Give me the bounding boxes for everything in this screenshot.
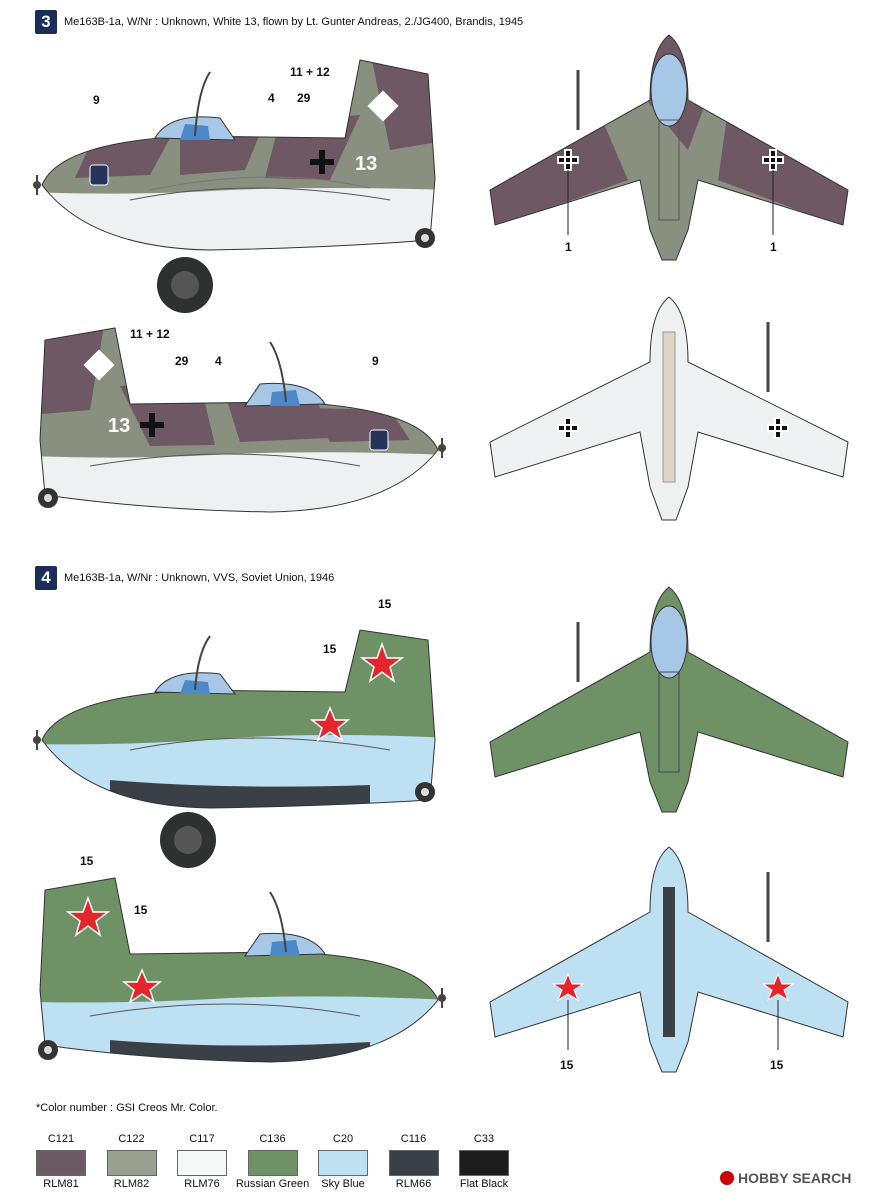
callout-label: 9 — [372, 354, 379, 368]
color-chip-swatch — [177, 1150, 227, 1176]
callout-label: 11 + 12 — [290, 65, 330, 79]
scheme-3-title: Me163B-1a, W/Nr : Unknown, White 13, flo… — [64, 16, 524, 28]
color-chip-name: RLM76 — [184, 1178, 220, 1190]
color-chip-name: RLM81 — [43, 1178, 79, 1190]
scheme-3-fuselage-code: 13 — [355, 153, 377, 175]
callout-label: 29 — [175, 354, 189, 368]
callout-label: 11 + 12 — [130, 327, 170, 341]
callout-label: 15 — [770, 1058, 784, 1072]
scheme-3-badge: 3 — [35, 10, 57, 34]
scheme-3-side-profile-right: 13 — [38, 327, 446, 513]
scheme-4-side-profile-right — [38, 877, 446, 1063]
callout-label: 29 — [297, 91, 311, 105]
color-chip-name: RLM82 — [113, 1178, 150, 1190]
callout-label: 15 — [378, 597, 392, 611]
scheme-3-bottom-view — [489, 296, 849, 521]
scheme-4-title: Me163B-1a, W/Nr : Unknown, VVS, Soviet U… — [64, 572, 335, 584]
callout-label: 1 — [770, 240, 777, 254]
color-chip-swatch — [36, 1150, 86, 1176]
watermark-text: HOBBY SEARCH — [738, 1170, 852, 1186]
callout-label: 15 — [80, 854, 94, 868]
color-chip-code: C122 — [118, 1133, 145, 1145]
callout-label: 15 — [560, 1058, 574, 1072]
color-chip-swatch — [388, 1150, 439, 1176]
color-chip-swatch — [247, 1150, 298, 1176]
scheme-3-top-view — [489, 34, 849, 261]
color-chip-swatch — [318, 1150, 368, 1176]
color-chip-swatch — [459, 1150, 509, 1176]
scheme-3-side-profile-left: 13 — [33, 59, 436, 313]
color-chip-name: Flat Black — [459, 1178, 509, 1190]
scheme-4-badge: 4 — [35, 566, 57, 590]
scheme-4-side-profile-left — [33, 629, 436, 868]
color-chip-code: C116 — [400, 1133, 427, 1145]
color-chip-name: Sky Blue — [321, 1178, 365, 1190]
scheme-3-fuselage-code-right: 13 — [108, 415, 130, 437]
callout-label: 4 — [268, 91, 275, 105]
color-note: *Color number : GSI Creos Mr. Color. — [36, 1102, 218, 1114]
callout-label: 9 — [93, 93, 100, 107]
scheme-4-top-view — [489, 586, 849, 813]
color-chip-name: Russian Green — [235, 1178, 310, 1190]
color-chip-code: C136 — [259, 1133, 286, 1145]
color-chip-name: RLM66 — [395, 1178, 432, 1190]
color-chip-code: C121 — [47, 1133, 75, 1145]
color-chip-code: C20 — [332, 1133, 354, 1145]
callout-label: 15 — [134, 903, 148, 917]
callout-label: 4 — [215, 354, 222, 368]
hobby-search-logo-icon — [720, 1171, 734, 1185]
watermark: HOBBY SEARCH — [720, 1170, 851, 1186]
color-chip-code: C33 — [473, 1133, 495, 1145]
callout-label: 15 — [323, 642, 337, 656]
scheme-4-bottom-view — [489, 846, 849, 1073]
color-chip-code: C117 — [189, 1133, 215, 1145]
callout-label: 1 — [565, 240, 572, 254]
color-chip-swatch — [106, 1150, 157, 1176]
